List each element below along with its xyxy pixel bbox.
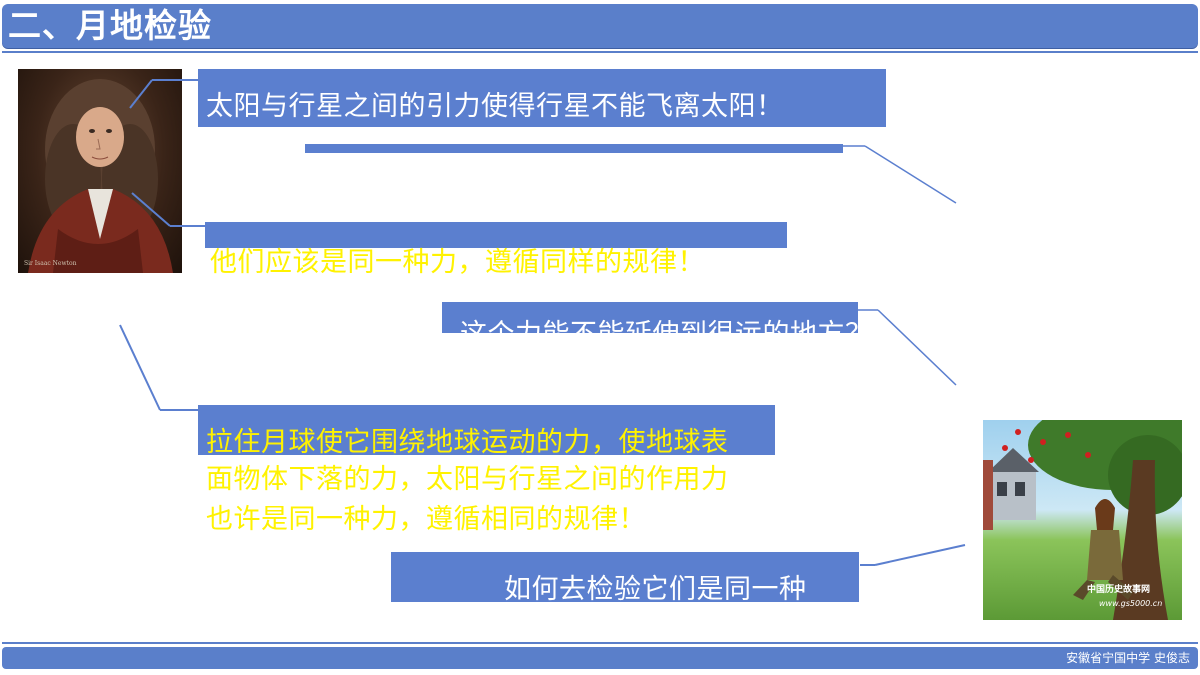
connector-line-2 <box>131 192 171 227</box>
newton-portrait-image: Sir Isaac Newton <box>24 79 173 273</box>
speech-bubble-3-text: 这个力能不能延伸到很远的地方？ <box>460 312 858 333</box>
connector-line-5a <box>119 324 161 411</box>
tree-image-watermark: 中国历史故事网 <box>1087 583 1150 595</box>
connector-line-3b <box>864 145 957 204</box>
connector-line-6b <box>874 544 966 566</box>
speech-bubble-5: 如何去检验它们是同一种 <box>391 552 859 602</box>
newton-portrait: Sir Isaac Newton <box>18 69 182 273</box>
title-divider <box>2 51 1198 53</box>
footer-credit: 安徽省宁国中学 史俊志 <box>1066 651 1190 665</box>
speech-bubble-4-line2: 面物体下落的力，太阳与行星之间的作用力 <box>206 464 729 495</box>
speech-bubble-2-text: 他们应该是同一种力，遵循同样的规律！ <box>210 247 705 278</box>
speech-bubble-4 <box>198 405 775 455</box>
newton-apple-tree-image: 中国历史故事网 www.gs5000.cn <box>983 420 1182 620</box>
bubble-1-underline <box>305 144 843 153</box>
speech-bubble-1 <box>198 69 886 127</box>
title-bar <box>2 4 1198 48</box>
speech-bubble-4-line3: 也许是同一种力，遵循相同的规律！ <box>206 504 646 535</box>
speech-bubble-3: 这个力能不能延伸到很远的地方？ <box>442 302 858 333</box>
connector-line-1 <box>129 79 153 109</box>
speech-bubble-2 <box>205 222 787 248</box>
tree-illustration: 中国历史故事网 www.gs5000.cn <box>983 420 1182 620</box>
tree-image-url: www.gs5000.cn <box>1099 599 1162 608</box>
footer-divider <box>2 642 1198 644</box>
connector-line-4b <box>877 309 957 386</box>
footer-bar <box>2 647 1198 669</box>
speech-bubble-1-text: 太阳与行星之间的引力使得行星不能飞离太阳！ <box>206 91 784 122</box>
page-title: 二、月地检验 <box>8 6 212 45</box>
portrait-caption: Sir Isaac Newton <box>24 260 77 267</box>
speech-bubble-4-line1: 拉住月球使它围绕地球运动的力，使地球表 <box>206 427 729 458</box>
speech-bubble-5-text: 如何去检验它们是同一种 <box>504 574 807 602</box>
